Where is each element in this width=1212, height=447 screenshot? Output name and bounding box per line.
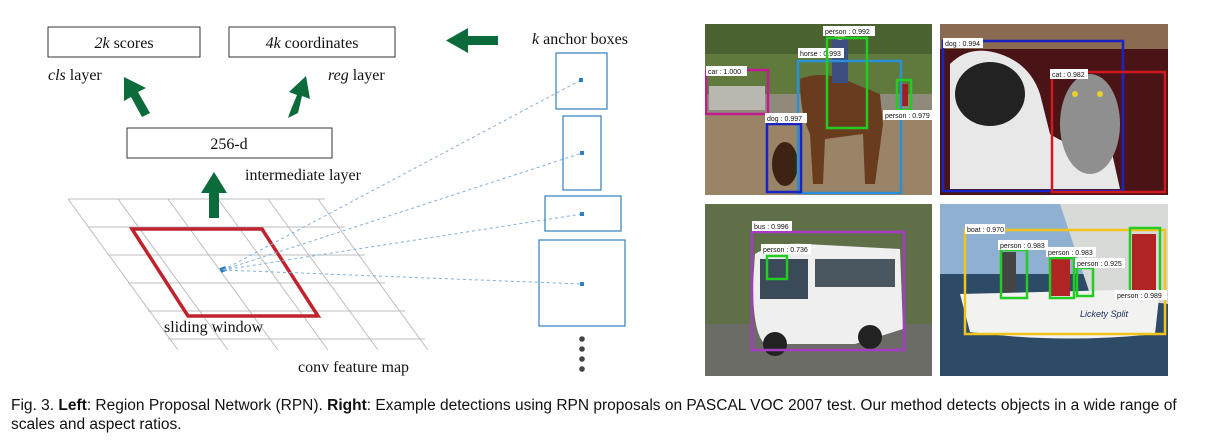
detection-photo-bus: bus : 0.996 person : 0.736 — [705, 204, 932, 376]
sliding-window-box — [128, 227, 322, 318]
cls-output-box — [47, 26, 201, 58]
detection-label: horse : 0.993 — [800, 51, 841, 58]
rpn-diagram: 256-d intermediate layer 2k scores cls l… — [0, 0, 690, 385]
cls-output-text: 2k scores — [94, 35, 153, 52]
detection-label: person : 0.992 — [825, 29, 870, 36]
reg-output-box — [228, 26, 396, 58]
arrow-to-cls — [124, 77, 150, 118]
arrow-to-reg — [288, 76, 310, 118]
anchor-box-4 — [538, 239, 626, 327]
anchor-projection-lines — [222, 79, 583, 285]
anchor-centers — [579, 78, 584, 286]
detection-label: person : 0.736 — [763, 247, 808, 254]
detection-photo-dog-cat: dog : 0.994 cat : 0.982 — [940, 24, 1168, 195]
reg-output-text: 4k coordinates — [266, 35, 359, 52]
anchor-box-1 — [555, 52, 608, 110]
detection-photo-horse: car : 1.000 horse : 0.993 person : 0.992… — [705, 24, 932, 195]
reg-layer-label: reg layer — [328, 67, 385, 84]
anchor-box-3 — [544, 195, 622, 232]
detection-label: car : 1.000 — [708, 69, 741, 76]
intermediate-layer-box — [126, 127, 333, 159]
detection-box — [750, 230, 906, 352]
arrow-from-anchors — [446, 28, 498, 53]
flow-arrows — [124, 28, 498, 218]
detection-label: person : 0.979 — [885, 113, 930, 120]
caption-left-text: : Region Proposal Network (RPN). — [86, 397, 323, 414]
detection-box — [765, 122, 803, 194]
detection-box — [1048, 256, 1076, 300]
arrow-up-to-intermediate — [201, 172, 227, 218]
feature-map-label: conv feature map — [298, 359, 409, 376]
caption-fig-number: Fig. 3. — [11, 397, 55, 414]
detection-box — [1050, 70, 1167, 194]
hull-lettering: Lickety Split — [1080, 309, 1129, 319]
detection-box — [765, 254, 789, 281]
anchor-boxes — [538, 52, 626, 327]
detection-label: dog : 0.994 — [945, 41, 980, 48]
intermediate-dim-text: 256-d — [210, 136, 247, 153]
detection-box — [963, 228, 1167, 336]
detection-box — [941, 39, 1125, 193]
detection-box — [796, 59, 903, 195]
detection-box — [825, 36, 869, 130]
sliding-window-label: sliding window — [164, 319, 264, 336]
detection-label: dog : 0.997 — [767, 116, 802, 123]
caption-right-label: Right — [327, 397, 367, 414]
detection-label: boat : 0.970 — [967, 227, 1004, 234]
caption-right-text: : Example detections using RPN proposals… — [11, 397, 1177, 433]
detection-label: cat : 0.982 — [1052, 72, 1085, 79]
cls-layer-label: cls layer — [48, 67, 102, 84]
intermediate-layer-label: intermediate layer — [245, 167, 362, 184]
anchor-box-2 — [562, 115, 602, 191]
figure-caption: Fig. 3. Left: Region Proposal Network (R… — [11, 396, 1206, 434]
feature-map-grid — [67, 198, 429, 351]
detection-label: person : 0.983 — [1000, 243, 1045, 250]
more-anchors-ellipsis — [579, 336, 585, 372]
caption-left-label: Left — [58, 397, 87, 414]
detection-label: person : 0.983 — [1048, 250, 1093, 257]
detection-label: person : 0.925 — [1077, 261, 1122, 268]
detection-label: person : 0.989 — [1117, 293, 1162, 300]
detection-photo-boat: Lickety Split boat : 0.970 person : 0.98… — [940, 204, 1168, 376]
anchor-boxes-label: k anchor boxes — [532, 31, 628, 48]
detection-label: bus : 0.996 — [754, 224, 789, 231]
